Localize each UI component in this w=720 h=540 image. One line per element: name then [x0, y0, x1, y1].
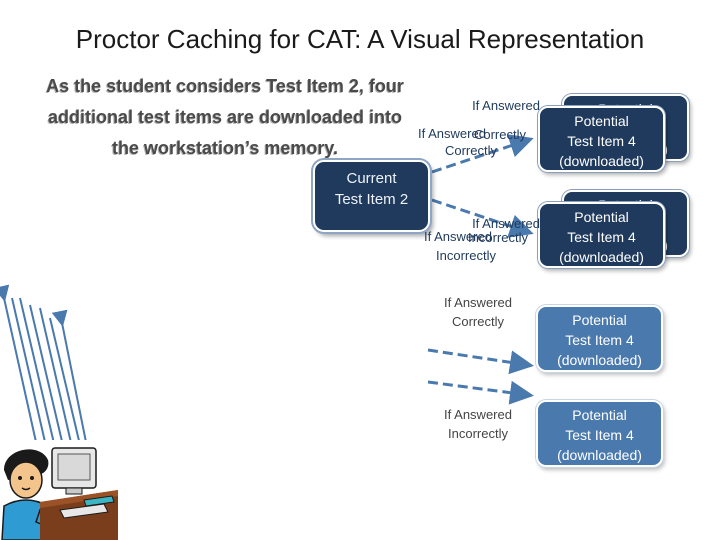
branch-label-incorrect-1: If Answered [434, 214, 540, 233]
item-line-1: Potential [574, 113, 629, 129]
branch-label-line-2: Incorrectly [448, 426, 508, 441]
branch-label-line-2: Correctly [473, 127, 526, 142]
caption-ghost-line-2: additional test items are downloaded int… [46, 108, 402, 128]
current-item-line-2: Test Item 2 [334, 191, 409, 208]
item-line-3: (downloaded) [557, 447, 642, 463]
student-at-computer-icon [0, 440, 120, 540]
branch-label-line-2: Correctly [444, 143, 497, 158]
branch-label-correct-3: Correctly [421, 141, 521, 160]
item-line-2: Test Item 4 [565, 427, 634, 443]
potential-item-box-4: Potential Test Item 4 (downloaded) [536, 400, 663, 467]
branch-label-line-1: If Answered [418, 126, 486, 141]
item-line-2: Test Item 4 [567, 133, 636, 149]
potential-item-box-2: Potential Test Item 4 (downloaded) [538, 202, 665, 268]
caption-ghost: As the student considers Test Item 2, fo… [28, 72, 420, 165]
branch-label-line-1: If Answered [472, 216, 540, 231]
item-line-3: (downloaded) [559, 153, 644, 169]
branch-label-line-1: If Answered [424, 229, 492, 244]
branch-label-line-2: Incorrectly [468, 230, 528, 245]
item-line-3: (downloaded) [557, 352, 642, 368]
potential-item-box-1: Potential Test Item 4 (downloaded) [538, 106, 665, 172]
branch-arrow-correct-top [431, 134, 534, 174]
branch-label-line-2: Correctly [451, 314, 504, 329]
branch-label-incorrect-overlap: If Answered [424, 227, 534, 246]
branch-label-incorrect-3: Incorrectly [416, 246, 516, 265]
item-line-2: Test Item 4 [565, 332, 634, 348]
current-item-line-1: Current [346, 170, 397, 187]
branch-label-line-1: If Answered [472, 98, 540, 113]
item-line-1: Potential [574, 209, 629, 225]
branch-arrow-incorrect-top [431, 198, 534, 238]
current-test-item: Current Test Item 2 [313, 160, 430, 232]
branch-arrow-incorrect-bottom [427, 380, 534, 405]
caption-line-2: additional test items are downloaded int… [47, 107, 403, 127]
branch-label-correct-1: If Answered [440, 96, 540, 115]
branch-label-correct-lower: If Answered Correctly [426, 293, 530, 331]
branch-label-overlap-1: If Answered [418, 124, 538, 143]
caption: As the student considers Test Item 2, fo… [29, 71, 421, 164]
caption-ghost-line-1: As the student considers Test Item 2, fo… [45, 77, 403, 97]
potential-item-box-3: Potential Test Item 4 (downloaded) [536, 305, 663, 372]
item-line-3: (downloaded) [559, 249, 644, 265]
branch-label-line-2: Incorrectly [436, 248, 496, 263]
caption-ghost-line-3: the workstation’s memory. [110, 139, 338, 159]
branch-arrow-correct-bottom [427, 348, 534, 375]
item-line-1: Potential [572, 407, 627, 423]
caption-line-1: As the student considers Test Item 2, fo… [46, 76, 404, 96]
branch-label-correct-2: Correctly [426, 125, 526, 144]
slide-title: Proctor Caching for CAT: A Visual Repres… [75, 24, 645, 54]
branch-label-incorrect-2: Incorrectly [424, 228, 528, 247]
item-line-2: Test Item 4 [567, 229, 636, 245]
item-line-1: Potential [572, 312, 627, 328]
caption-line-3: the workstation’s memory. [111, 138, 339, 158]
branch-label-line-1: If Answered [444, 295, 512, 310]
download-arrows [0, 284, 87, 464]
branch-label-incorrect-lower: If Answered Incorrectly [426, 405, 530, 443]
branch-label-line-1: If Answered [444, 407, 512, 422]
